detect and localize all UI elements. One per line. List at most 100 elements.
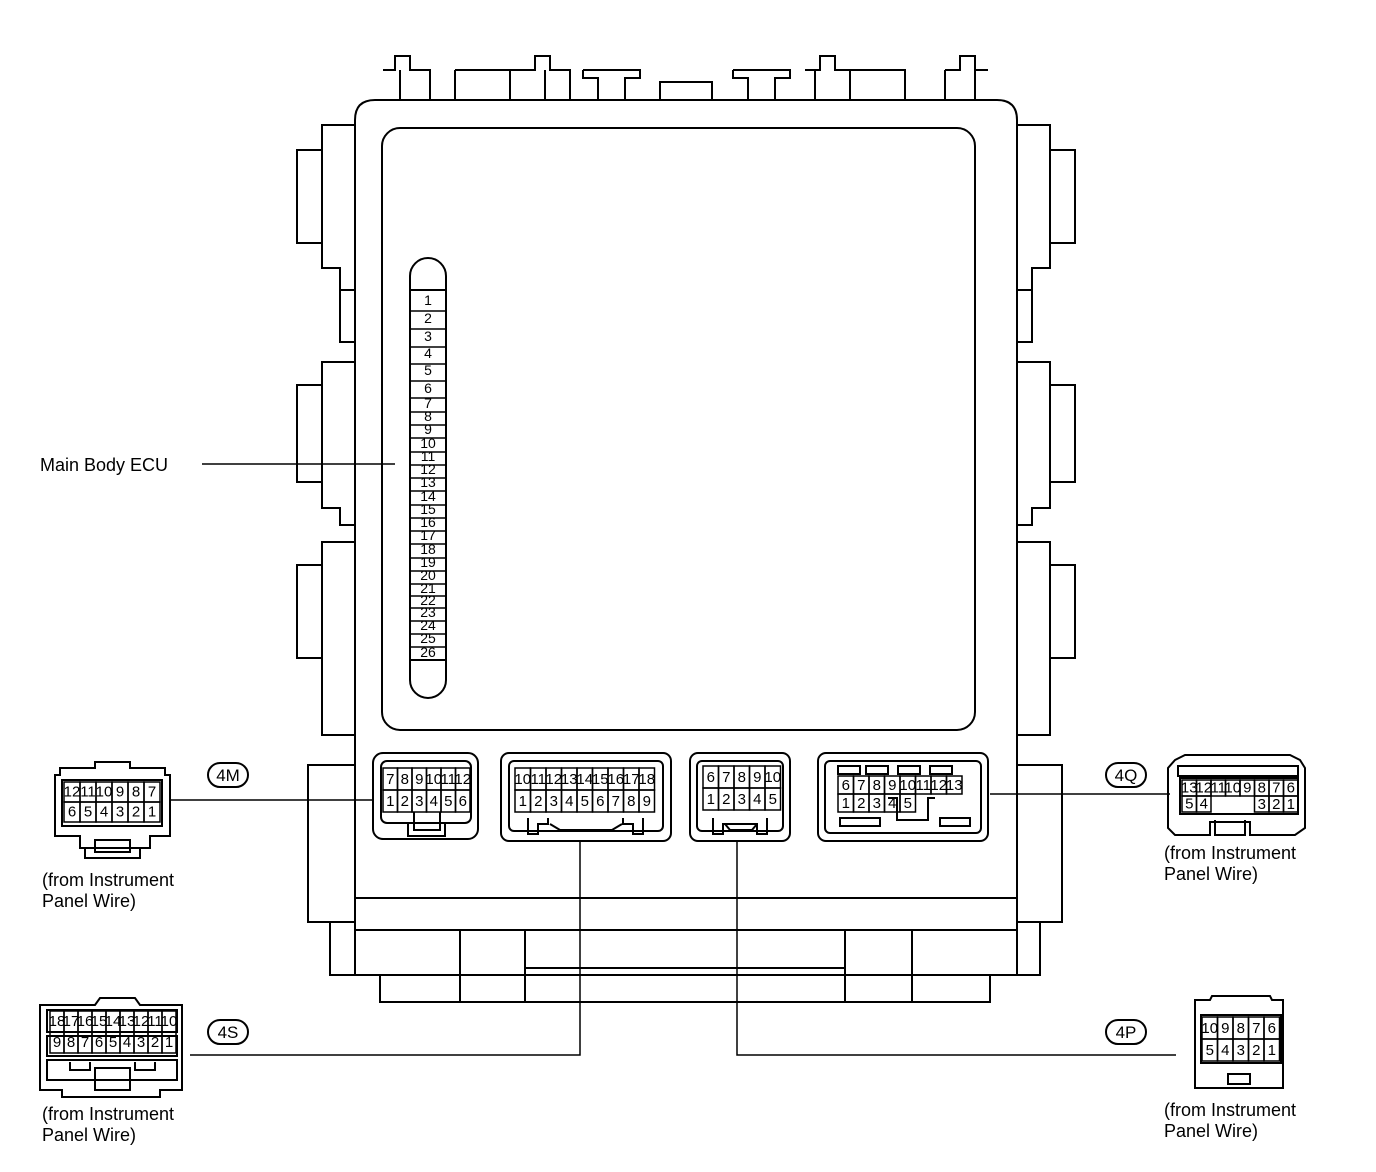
ecu-4m-pin-10: 10 (425, 771, 442, 788)
fuse-number-9: 9 (424, 421, 432, 437)
plug-4q-pin-12: 12 (1195, 780, 1212, 797)
svg-text:4P: 4P (1116, 1023, 1137, 1042)
ecu-4p-pin-8: 8 (738, 769, 746, 786)
ecu-4m-pin-8: 8 (401, 771, 409, 788)
fuse-number-5: 5 (424, 362, 432, 378)
fuse-number-3: 3 (424, 328, 432, 344)
ecu-4s-pin-5: 5 (581, 793, 589, 810)
ecu-4m-pin-11: 11 (440, 771, 456, 788)
fuse-number-4: 4 (424, 345, 432, 361)
plug-4m-pin-5: 5 (84, 804, 92, 821)
ecu-4s-pin-6: 6 (596, 793, 604, 810)
ecu-4s-pin-18: 18 (638, 771, 655, 788)
plug-4p-pin-3: 3 (1237, 1042, 1245, 1059)
plug-4p-pin-2: 2 (1252, 1042, 1260, 1059)
tag-4q: 4Q (1105, 762, 1147, 788)
plug-4q-pin-4: 4 (1200, 796, 1208, 813)
plug-4p-pin-9: 9 (1221, 1020, 1229, 1037)
plug-4q-pin-3: 3 (1258, 796, 1266, 813)
plug-4q-pin-1: 1 (1287, 796, 1295, 813)
fuse-number-11: 11 (421, 448, 436, 464)
ecu-4m-pin-3: 3 (415, 793, 423, 810)
plug-4s-pin-6: 6 (95, 1034, 103, 1051)
fuse-number-15: 15 (420, 501, 436, 517)
plug-4q-pin-13: 13 (1181, 780, 1198, 797)
ecu-housing (296, 55, 1076, 1003)
ecu-4q-pin-cell (899, 793, 917, 813)
ecu-4q-pin-9: 9 (888, 777, 896, 794)
plug-4m-pin-11: 11 (80, 784, 96, 801)
fuse-number-2: 2 (424, 310, 432, 326)
fuse-number-10: 10 (420, 435, 436, 451)
plug-4m-pin-8: 8 (132, 784, 140, 801)
plug-4q-pin-cell (1195, 795, 1212, 813)
plug-4s-pin-14: 14 (105, 1013, 122, 1030)
fuse-number-13: 13 (420, 474, 436, 490)
ecu-4p-pin-5: 5 (769, 791, 777, 808)
fuse-number-8: 8 (424, 408, 432, 424)
plug-4m-pin-2: 2 (132, 804, 140, 821)
plug-4m-pin-1: 1 (148, 804, 156, 821)
ecu-4m-pin-7: 7 (386, 771, 394, 788)
plug-4s-pin-9: 9 (53, 1034, 61, 1051)
plug-4s-pin-16: 16 (77, 1013, 94, 1030)
ecu-4p-pin-1: 1 (707, 791, 715, 808)
ecu-4q-pin-11: 11 (915, 777, 931, 794)
fuse-number-12: 12 (420, 461, 436, 477)
plug-4p-pin-cell (1263, 1038, 1281, 1062)
ecu-4s-pin-14: 14 (576, 771, 593, 788)
fuse-number-18: 18 (420, 541, 436, 557)
ecu-4s-pin-10: 10 (514, 771, 531, 788)
plug-4q-pin-10: 10 (1224, 780, 1241, 797)
plug-4m-pin-cell (143, 801, 161, 823)
fuse-number-6: 6 (424, 380, 432, 396)
plug-4q-pin-6: 6 (1287, 780, 1295, 797)
plug-4s-pin-18: 18 (49, 1013, 66, 1030)
leader-lines (170, 793, 1176, 1056)
ecu-4s-pin-1: 1 (519, 793, 527, 810)
plug-4s-pin-12: 12 (133, 1013, 150, 1030)
plug-4q-pin-7: 7 (1272, 780, 1280, 797)
ecu-4s-pin-12: 12 (545, 771, 562, 788)
caption-4p-line1: (from Instrument (1164, 1100, 1296, 1120)
ecu-4s-pin-15: 15 (592, 771, 609, 788)
ecu-4q-pin-8: 8 (873, 777, 881, 794)
plug-4q-pin-cell (1282, 795, 1299, 813)
ecu-4m-pin-5: 5 (444, 793, 452, 810)
caption-4s-line2: Panel Wire) (42, 1125, 136, 1145)
ecu-4q-pin-5: 5 (904, 795, 912, 812)
plug-4p-pin-4: 4 (1221, 1042, 1229, 1059)
plug-4m-pin-12: 12 (64, 784, 81, 801)
ecu-4m-pin-1: 1 (386, 793, 394, 810)
plug-4m-pin-7: 7 (148, 784, 156, 801)
fuse-number-22: 22 (420, 592, 436, 608)
ecu-4p-pin-4: 4 (753, 791, 761, 808)
ecu-4s-pin-8: 8 (627, 793, 635, 810)
ecu-4q-pin-1: 1 (842, 795, 850, 812)
plug-4m-pin-9: 9 (116, 784, 124, 801)
ecu-4p-pin-9: 9 (753, 769, 761, 786)
ecu-4s-pin-13: 13 (561, 771, 578, 788)
main-body-ecu-label: Main Body ECU (40, 455, 168, 475)
ecu-4q-pin-3: 3 (873, 795, 881, 812)
fuse-number-26: 26 (420, 644, 436, 660)
svg-text:4Q: 4Q (1115, 766, 1138, 785)
plug-4m-pin-4: 4 (100, 804, 108, 821)
ecu-4m-pin-6: 6 (459, 793, 467, 810)
plug-4s-pin-4: 4 (123, 1034, 131, 1051)
caption-4m-line2: Panel Wire) (42, 891, 136, 911)
ecu-4m-pin-cell (454, 789, 471, 813)
ecu-4p-pin-3: 3 (738, 791, 746, 808)
ecu-4p-pin-10: 10 (764, 769, 781, 786)
ecu-4p-pin-cell (764, 787, 782, 811)
ecu-4s-pin-3: 3 (550, 793, 558, 810)
plug-4s-pin-3: 3 (137, 1034, 145, 1051)
ecu-4q-pin-6: 6 (842, 777, 850, 794)
ecu-4s-pin-17: 17 (623, 771, 640, 788)
fuse-number-16: 16 (420, 514, 436, 530)
ecu-4p-pin-7: 7 (722, 769, 730, 786)
caption-4q-line1: (from Instrument (1164, 843, 1296, 863)
tag-4p: 4P (1105, 1019, 1147, 1045)
